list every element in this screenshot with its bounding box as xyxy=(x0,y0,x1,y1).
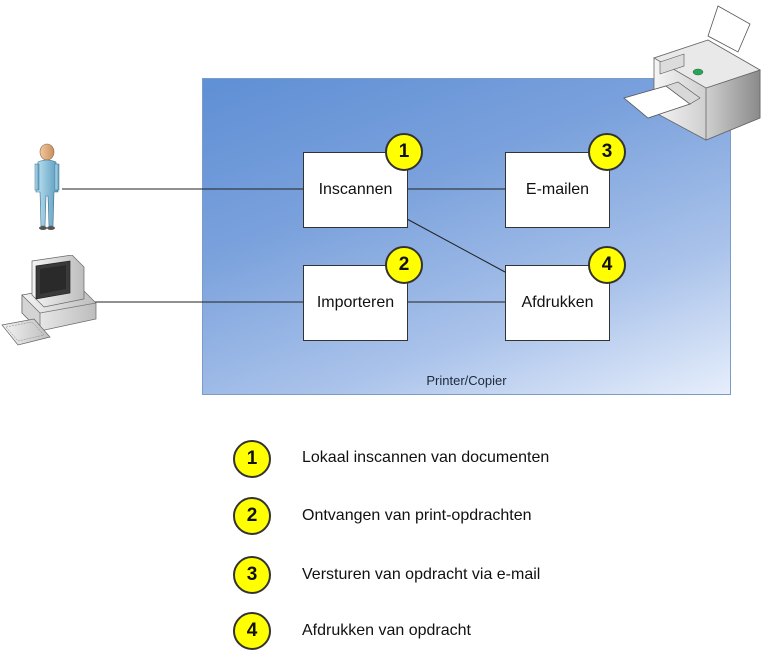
region-label: Printer/Copier xyxy=(426,373,507,388)
printer-copier-region: Printer/Copier xyxy=(202,78,731,395)
legend-badge-3: 3 xyxy=(233,556,271,594)
legend-badge-2: 2 xyxy=(233,497,271,535)
badge-4: 4 xyxy=(588,246,626,284)
badge-1: 1 xyxy=(385,133,423,171)
line-inscannen-to-afdrukken xyxy=(406,218,506,273)
badge-3: 3 xyxy=(588,133,626,171)
legend-text-3: Versturen van opdracht via e-mail xyxy=(302,566,541,583)
person-icon xyxy=(34,143,60,230)
box-emailen: E-mailen xyxy=(505,152,610,228)
computer-icon xyxy=(1,255,97,346)
legend-badge-1: 1 xyxy=(233,440,271,478)
printer-icon xyxy=(623,5,761,141)
badge-2: 2 xyxy=(385,246,423,284)
legend-text-4: Afdrukken van opdracht xyxy=(302,622,471,639)
legend-text-1: Lokaal inscannen van documenten xyxy=(302,449,550,466)
legend-badge-4: 4 xyxy=(233,612,271,650)
legend-text-2: Ontvangen van print-opdrachten xyxy=(302,507,532,524)
